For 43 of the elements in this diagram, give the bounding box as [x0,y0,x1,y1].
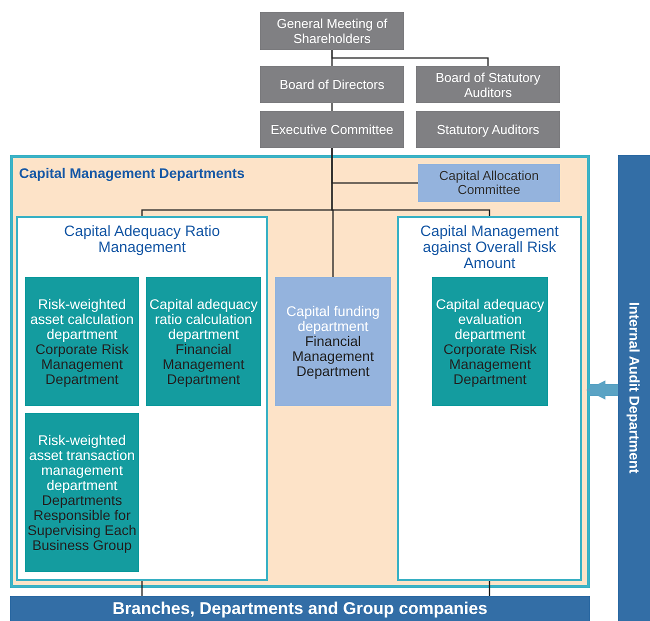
department-owner: Corporate Risk Management Department [442,342,538,386]
panel-heading: Capital Adequacy Ratio Management [63,224,221,256]
box-label: Branches, Departments and Group companies [112,598,488,620]
department-owner: Corporate Risk Management Department [34,342,130,386]
box-label: Executive Committee [270,122,394,137]
department-box [146,277,261,406]
box-label: Board of Statutory Auditors [434,70,542,100]
committee-box [418,164,560,202]
connector-line [331,148,490,216]
arrow [586,380,618,400]
department-title: Risk-weighted asset transaction management department [28,432,136,492]
department-title: Capital funding department [285,304,381,334]
connector-line [331,50,489,66]
department-box [275,277,391,406]
department-title: Capital adequacy evaluation department [434,296,546,342]
department-owner: Departments Responsible for Supervising Each Business Group [26,492,138,552]
box-label: General Meeting of Shareholders [276,16,388,46]
org-box [416,66,560,103]
org-box [260,111,404,148]
audit-band [618,155,650,621]
box-label: Internal Audit Department [626,302,644,474]
org-box [260,66,404,103]
department-group [10,155,590,588]
department-title: Capital adequacy ratio calculation department [148,296,259,342]
department-box [25,413,139,572]
box-label: Capital Allocation Committee [438,169,540,197]
department-box [25,277,139,406]
org-box [260,12,404,50]
department-owner: Financial Management Department [162,342,246,386]
bottom-band [10,596,590,621]
box-label: Statutory Auditors [436,122,540,137]
group-heading: Capital Management Departments [19,164,245,183]
org-box [416,111,560,148]
management-panel [16,216,268,581]
department-box [432,277,548,406]
department-owner: Financial Management Department [291,334,375,379]
connector-line [141,581,143,596]
panel-heading: Capital Management against Overall Risk Amount [419,224,560,272]
department-title: Risk-weighted asset calculation department [29,296,135,342]
connector-line [331,103,333,111]
management-panel [397,216,582,581]
connector-line [488,581,490,596]
box-label: Board of Directors [280,77,384,92]
